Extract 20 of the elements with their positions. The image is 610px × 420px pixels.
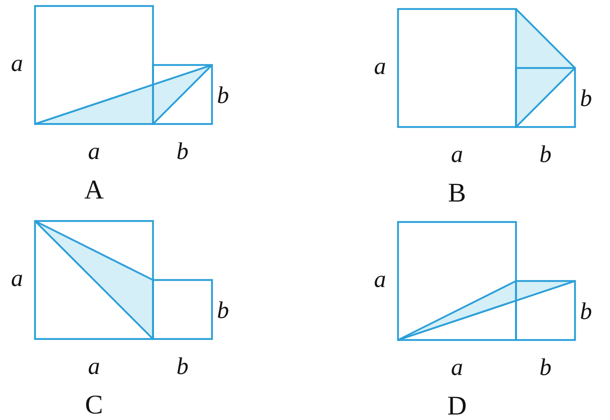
side-label: b (217, 298, 229, 322)
side-label: a (88, 140, 100, 164)
figure-caption: A (84, 176, 104, 204)
side-label: b (540, 356, 552, 380)
side-label: a (451, 356, 463, 380)
figure-caption: C (85, 392, 103, 418)
side-label: a (374, 55, 386, 79)
side-label: b (580, 300, 592, 324)
side-label: a (11, 52, 23, 76)
side-label: a (11, 267, 23, 291)
side-label: b (580, 86, 592, 110)
side-label: b (217, 84, 229, 108)
side-label: a (88, 355, 100, 379)
side-label: b (176, 355, 188, 379)
figure-caption: B (448, 180, 466, 206)
figure-caption: D (447, 392, 467, 420)
side-label: a (374, 268, 386, 292)
side-label: a (451, 143, 463, 167)
side-label: b (176, 140, 188, 164)
side-label: b (540, 143, 552, 167)
